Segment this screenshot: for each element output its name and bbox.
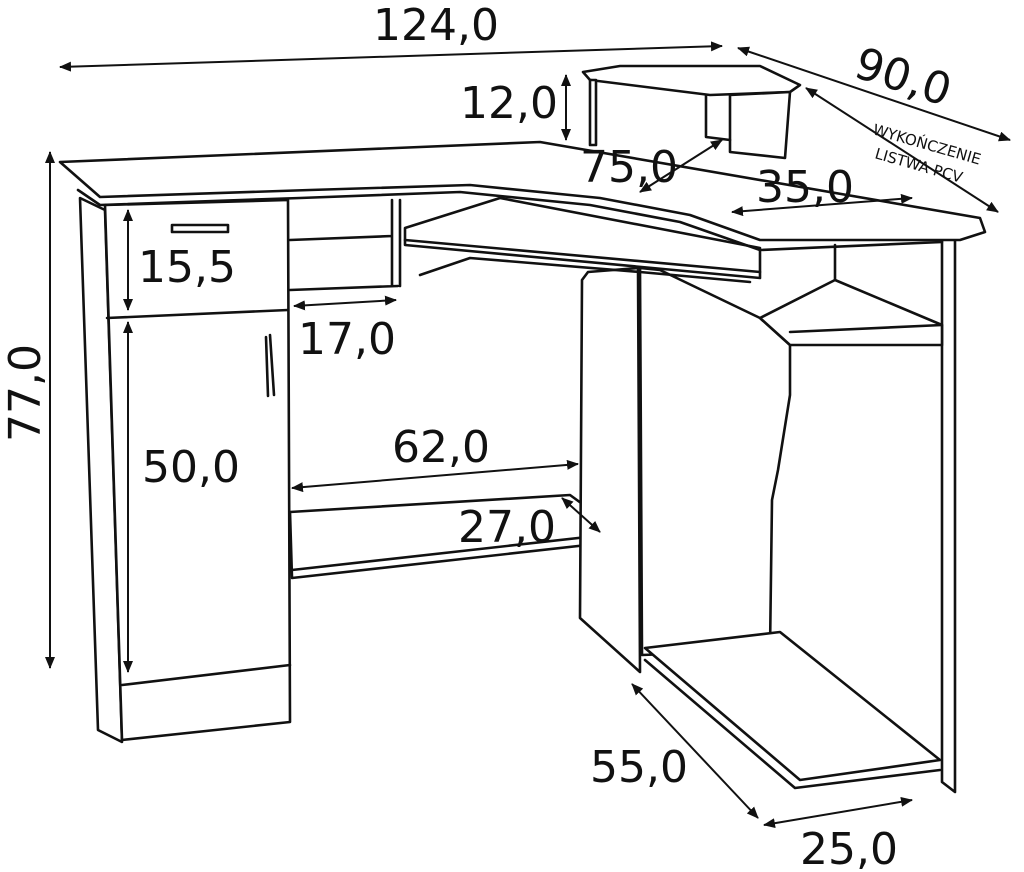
label-keyboard-tray-depth: 17,0: [298, 314, 396, 365]
label-top-shelf-height: 12,0: [460, 78, 558, 129]
center-support: [578, 266, 642, 674]
label-cpu-stand-length: 55,0: [590, 742, 688, 793]
dim-line-diagonal: [639, 139, 723, 193]
cpu-stand: [643, 630, 942, 782]
label-diagonal-depth: 75,0: [580, 142, 678, 193]
label-drawer-height: 15,5: [138, 242, 236, 293]
label-knee-width: 62,0: [392, 422, 490, 473]
label-depth: 90,0: [849, 38, 958, 117]
lower-shelf-edge: [290, 530, 634, 572]
upper-compartment: [288, 198, 402, 292]
keyboard-tray-runner: [418, 256, 752, 284]
door-handle: [268, 333, 276, 397]
keyboard-tray: [403, 196, 762, 280]
corner-shelf: [758, 278, 944, 347]
keyboard-tray-front: [403, 238, 762, 274]
pedestal-left-side: [78, 196, 124, 744]
label-shelf-depth: 27,0: [458, 502, 556, 553]
label-shelf-width: 35,0: [756, 162, 854, 213]
label-overall-width: 124,0: [373, 0, 499, 51]
riser-top: [581, 64, 802, 97]
dim-line-cpu-width: [763, 796, 913, 829]
riser-left-side: [588, 78, 598, 147]
right-leg: [940, 234, 957, 794]
corner-shelf-edge: [788, 323, 944, 334]
dim-line-keyboard: [293, 295, 397, 311]
label-height: 77,0: [0, 344, 51, 442]
riser-inner: [704, 93, 732, 142]
drawer: [105, 308, 290, 320]
dimension-lines: [45, 41, 1011, 829]
plinth: [120, 663, 292, 687]
dim-line-shelf-depth: [561, 497, 601, 533]
drawer-handle: [170, 223, 230, 234]
label-cpu-stand-width: 25,0: [800, 824, 898, 872]
dim-line-cpu-length: [631, 683, 759, 819]
dimension-labels: 124,0 90,0 77,0 12,0 75,0 35,0 15,5 50,0…: [0, 0, 983, 872]
pvc-edge-note: WYKOŃCZENIE LISTWA PCV: [871, 120, 983, 187]
dim-line-width: [59, 41, 723, 72]
label-cabinet-height: 50,0: [142, 442, 240, 493]
dim-line-note: [805, 87, 999, 213]
dim-line-knee: [291, 459, 579, 493]
desktop-edge: [76, 188, 944, 252]
door-handle-2: [264, 335, 270, 398]
riser-right-block: [728, 90, 792, 160]
